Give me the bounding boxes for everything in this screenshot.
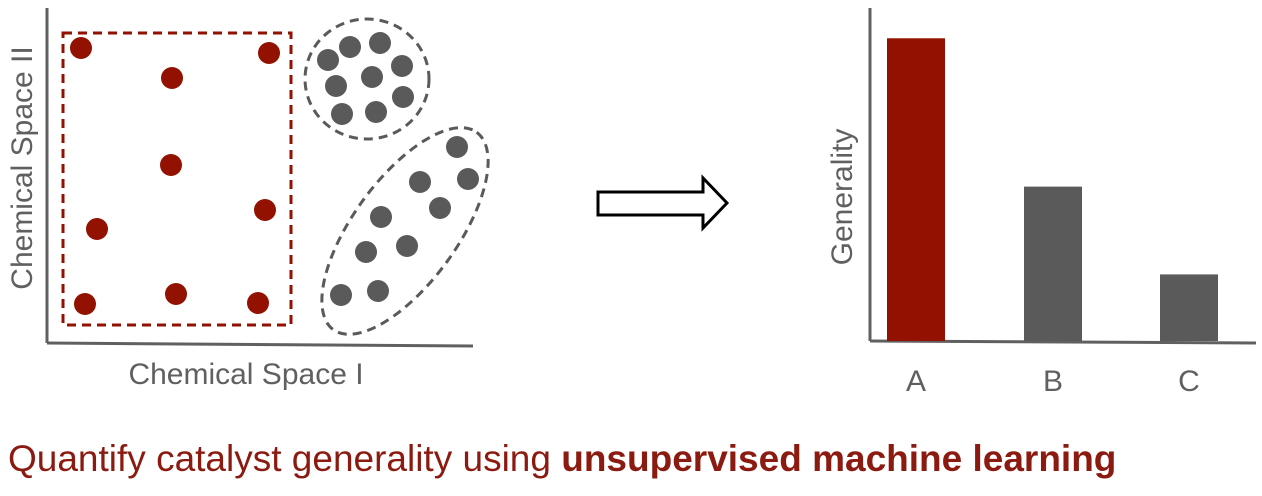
red-point <box>254 199 276 221</box>
gray-point <box>457 168 479 190</box>
bar-B <box>1024 186 1082 341</box>
red-point <box>161 67 183 89</box>
gray-point <box>367 280 389 302</box>
gray-point <box>370 206 392 228</box>
gray-point <box>331 103 353 125</box>
caption: Quantify catalyst generality using unsup… <box>8 440 1258 477</box>
gray-point <box>325 75 347 97</box>
gray-point <box>446 136 468 158</box>
bar-chart: A B C Generality <box>826 8 1257 398</box>
gray-point <box>317 49 339 71</box>
x-tick-label: C <box>1178 365 1200 398</box>
right-arrow-icon <box>596 174 730 232</box>
red-points <box>70 37 280 315</box>
gray-point <box>339 36 361 58</box>
gray-point <box>355 241 377 263</box>
selected-region-box <box>61 31 293 327</box>
bar-chart-y-label: Generality <box>826 129 859 266</box>
cluster-round-outline <box>303 17 431 141</box>
gray-point <box>330 284 352 306</box>
gray-point <box>365 101 387 123</box>
gray-point <box>361 66 383 88</box>
cluster-round-points <box>317 32 414 125</box>
gray-point <box>396 235 418 257</box>
bar-chart-x-axis <box>869 339 1257 345</box>
gray-point <box>369 32 391 54</box>
x-tick-labels: A B C <box>906 365 1200 398</box>
cluster-elongated-outline <box>320 126 490 336</box>
caption-emphasis: unsupervised machine learning <box>561 438 1117 479</box>
bar-group <box>887 38 1218 341</box>
gray-point <box>429 197 451 219</box>
red-point <box>247 292 269 314</box>
gray-point <box>409 171 431 193</box>
red-point <box>70 37 92 59</box>
scatter-y-label: Chemical Space II <box>6 46 39 289</box>
x-tick-label: A <box>906 365 926 398</box>
gray-point <box>392 86 414 108</box>
red-point <box>160 154 182 176</box>
scatter-x-label: Chemical Space I <box>128 358 363 391</box>
gray-point <box>391 55 413 77</box>
red-point <box>258 42 280 64</box>
caption-prefix: Quantify catalyst generality using <box>8 438 562 479</box>
bar-A <box>887 38 945 341</box>
red-point <box>165 283 187 305</box>
cluster-elongated-points <box>330 136 479 306</box>
bar-C <box>1160 274 1218 341</box>
scatter-panel: Chemical Space I Chemical Space II <box>6 8 490 391</box>
scatter-x-axis <box>46 341 474 348</box>
red-point <box>74 293 96 315</box>
red-point <box>86 218 108 240</box>
x-tick-label: B <box>1043 365 1063 398</box>
